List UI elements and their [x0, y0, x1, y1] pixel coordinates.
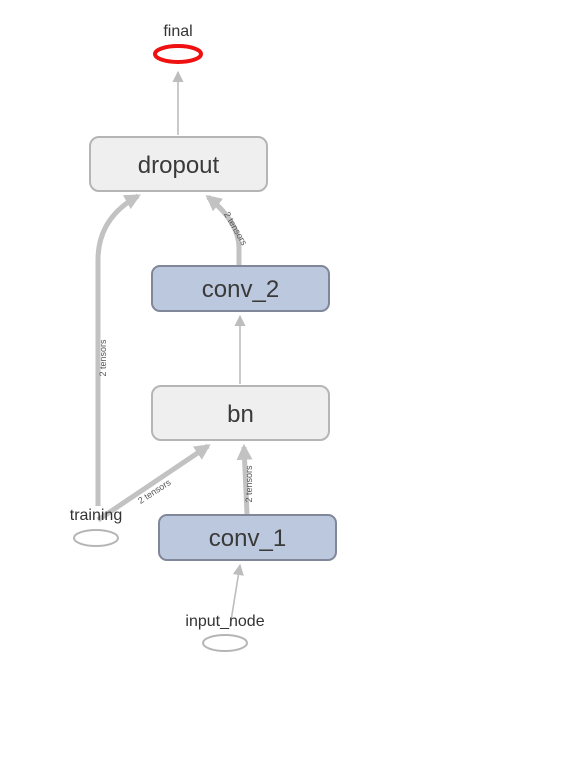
- edge-input-node-to-conv-1: [229, 563, 244, 628]
- edge-label-conv-1-to-bn: 2 tensors: [244, 465, 254, 503]
- edge-label-conv-2-to-dropout: 2 tensors: [222, 210, 249, 247]
- node-conv-1-box: [158, 514, 337, 561]
- node-conv-2[interactable]: conv_2: [151, 265, 330, 312]
- edge-label-training-to-dropout: 2 tensors: [98, 339, 108, 377]
- node-bn-label: bn: [227, 401, 254, 428]
- node-bn[interactable]: bn: [151, 385, 330, 441]
- output-node-ellipse: [153, 44, 203, 64]
- placeholder-node-ellipse: [73, 529, 119, 547]
- node-dropout[interactable]: dropout: [89, 136, 268, 192]
- node-dropout-box: [89, 136, 268, 192]
- node-final-label: final: [163, 23, 192, 40]
- node-training[interactable]: training: [70, 507, 122, 547]
- node-conv-2-box: [151, 265, 330, 312]
- node-input-node-label: input_node: [185, 613, 264, 630]
- placeholder-node-ellipse: [202, 634, 248, 652]
- node-dropout-label: dropout: [138, 152, 220, 179]
- node-conv-2-label: conv_2: [202, 276, 279, 303]
- node-conv-1[interactable]: conv_1: [158, 514, 337, 561]
- node-training-label: training: [70, 507, 122, 524]
- node-input-node[interactable]: input_node: [185, 613, 265, 652]
- node-final[interactable]: final: [153, 23, 203, 64]
- node-conv-1-label: conv_1: [209, 525, 286, 552]
- node-bn-box: [151, 385, 330, 441]
